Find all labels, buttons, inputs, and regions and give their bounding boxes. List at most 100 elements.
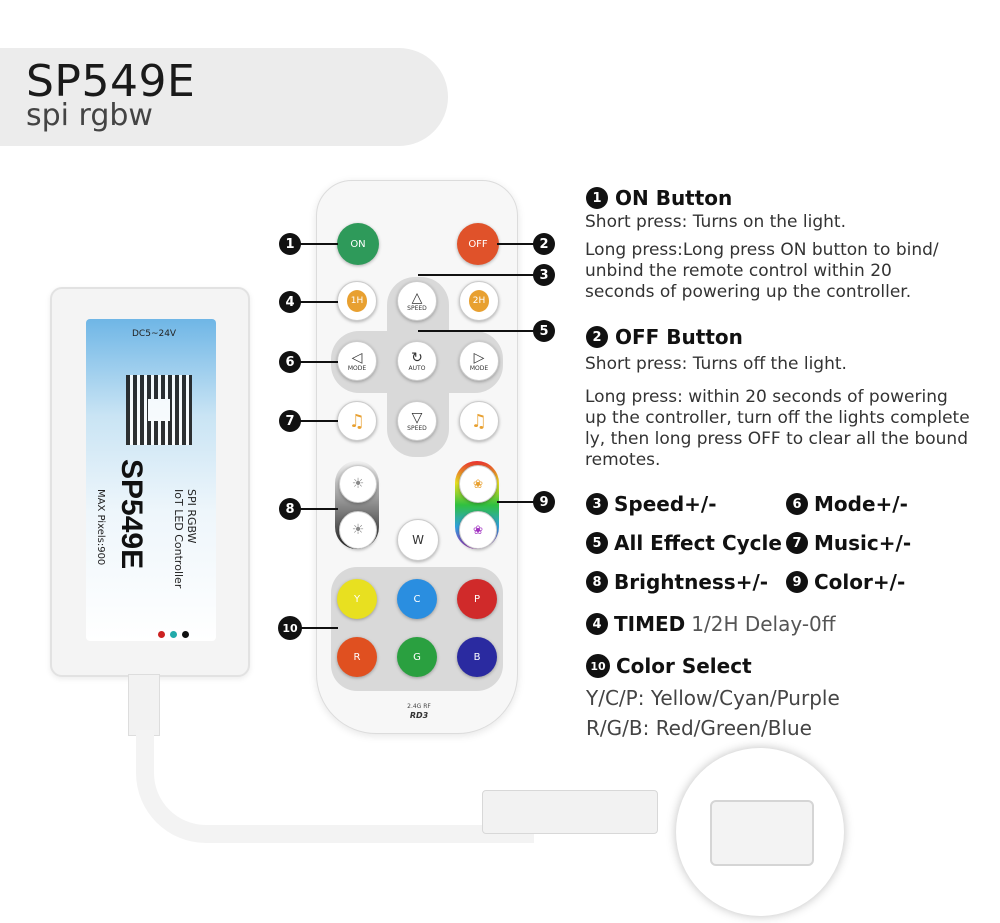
desc-off-long-1: Long press: within 20 seconds of powerin…: [585, 387, 948, 407]
color-r-button[interactable]: R: [337, 637, 377, 677]
callout-line-8: [300, 508, 338, 510]
controller-device: DC5~24V SP549E SPI RGBW IoT LED Controll…: [50, 287, 250, 677]
callout-line-5: [418, 330, 534, 332]
controller-power-text: DC5~24V: [132, 329, 177, 339]
brightness-down-icon[interactable]: ☀: [339, 511, 377, 549]
triangle-left-icon: ◁: [351, 349, 363, 366]
desc-off-long-3: ly, then long press OFF to clear all the…: [585, 429, 968, 449]
legend-timed-num: 4: [586, 613, 608, 635]
music-next-button[interactable]: ♫: [459, 401, 499, 441]
callout-7: 7: [279, 410, 301, 432]
music-note-icon: ♫: [470, 410, 488, 432]
desc-off-short: Short press: Turns off the light.: [585, 354, 847, 374]
desc-on-long-1: Long press:Long press ON button to bind/: [585, 240, 939, 260]
color-g-button[interactable]: G: [397, 637, 437, 677]
color-down-icon[interactable]: ❀: [459, 511, 497, 549]
white-button[interactable]: W: [397, 519, 439, 561]
cycle-icon: ↻: [411, 349, 423, 366]
legend-mode: 6 Mode+/-: [786, 492, 908, 516]
desc-on-long: Long press:Long press ON button to bind/…: [585, 240, 939, 303]
remote-model-label: RD3: [409, 711, 429, 720]
speed-up-button[interactable]: △ SPEED: [397, 281, 437, 321]
auto-button[interactable]: ↻ AUTO: [397, 341, 437, 381]
callout-9: 9: [533, 491, 555, 513]
brightness-up-icon[interactable]: ☀: [339, 465, 377, 503]
legend-mode-num: 6: [786, 493, 808, 515]
color-select-line2: R/G/B: Red/Green/Blue: [586, 716, 812, 740]
callout-10: 10: [278, 616, 302, 640]
legend-music-label: Music+/-: [814, 531, 912, 555]
callout-6: 6: [279, 351, 301, 373]
on-button[interactable]: ON: [337, 223, 379, 265]
controller-label: DC5~24V SP549E SPI RGBW IoT LED Controll…: [86, 319, 216, 641]
color-p-button[interactable]: P: [457, 579, 497, 619]
color-b-button[interactable]: B: [457, 637, 497, 677]
legend-color-select-num: 10: [586, 654, 610, 678]
cable: [136, 730, 534, 843]
callout-line-1: [300, 243, 338, 245]
callout-line-4: [300, 301, 338, 303]
callout-line-9: [497, 501, 534, 503]
legend-brightness-num: 8: [586, 571, 608, 593]
desc-off-title: OFF Button: [615, 325, 743, 349]
callout-2: 2: [533, 233, 555, 255]
legend-speed-label: Speed+/-: [614, 492, 717, 516]
legend-music: 7 Music+/-: [786, 531, 911, 555]
color-y-button[interactable]: Y: [337, 579, 377, 619]
legend-color-num: 9: [786, 571, 808, 593]
color-select-line1: Y/C/P: Yellow/Cyan/Purple: [586, 686, 840, 710]
legend-timed: 4 TIMED 1/2H Delay-0ff: [586, 612, 836, 636]
qr-code-icon: [126, 375, 192, 445]
color-up-icon[interactable]: ❀: [459, 465, 497, 503]
controller-max-pixels: MAX Pixels:900: [95, 489, 106, 566]
plug-connector-icon: [710, 800, 814, 866]
legend-mode-label: Mode+/-: [814, 492, 908, 516]
speed-down-button[interactable]: ▽ SPEED: [397, 401, 437, 441]
callout-line-6: [300, 361, 338, 363]
rf-label: 2.4G RF: [407, 703, 431, 710]
callout-5: 5: [533, 320, 555, 342]
desc-on-num: 1: [586, 187, 608, 209]
remote-control: ON OFF 1H 2H △ SPEED ◁ MODE ↻ AUTO ▷ MOD…: [316, 180, 518, 734]
timer-1h-button[interactable]: 1H: [337, 281, 377, 321]
legend-effect-num: 5: [586, 532, 608, 554]
product-model-title: SP549E: [26, 56, 196, 107]
legend-speed-num: 3: [586, 493, 608, 515]
controller-spec: SPI RGBW IoT LED Controller: [172, 489, 198, 588]
legend-music-num: 7: [786, 532, 808, 554]
title-banner: [0, 48, 448, 146]
desc-off-long-2: up the controller, turn off the lights c…: [585, 408, 970, 428]
timer-2h-button[interactable]: 2H: [459, 281, 499, 321]
mode-prev-button[interactable]: ◁ MODE: [337, 341, 377, 381]
legend-brightness: 8 Brightness+/-: [586, 570, 768, 594]
music-prev-button[interactable]: ♫: [337, 401, 377, 441]
legend-color-select-label: Color Select: [616, 654, 752, 678]
callout-line-2: [497, 243, 534, 245]
desc-off-long-4: remotes.: [585, 450, 661, 470]
desc-off-long: Long press: within 20 seconds of powerin…: [585, 387, 970, 471]
desc-on-long-2: unbind the remote control within 20: [585, 261, 892, 281]
pin-vcc-dot: [158, 631, 165, 638]
off-button[interactable]: OFF: [457, 223, 499, 265]
color-c-button[interactable]: C: [397, 579, 437, 619]
controller-spec-line2: IoT LED Controller: [172, 489, 185, 589]
triangle-right-icon: ▷: [473, 349, 485, 366]
mode-next-button[interactable]: ▷ MODE: [459, 341, 499, 381]
desc-on-short: Short press: Turns on the light.: [585, 212, 847, 232]
cable-strain-relief: [128, 674, 160, 736]
legend-color-select: 10 Color Select: [586, 654, 752, 678]
callout-line-3: [418, 274, 534, 276]
callout-1: 1: [279, 233, 301, 255]
legend-speed: 3 Speed+/-: [586, 492, 717, 516]
desc-on-long-3: seconds of powering up the controller.: [585, 282, 912, 302]
callout-line-10: [300, 627, 338, 629]
plug-detail-circle: [676, 748, 844, 916]
pin-gnd-dot: [182, 631, 189, 638]
pin-dat-dot: [170, 631, 177, 638]
legend-brightness-label: Brightness+/-: [614, 570, 769, 594]
desc-on-title: ON Button: [615, 186, 733, 210]
triangle-down-icon: ▽: [411, 409, 423, 426]
legend-effect-label: All Effect Cycle: [614, 531, 782, 555]
desc-off-num: 2: [586, 326, 608, 348]
